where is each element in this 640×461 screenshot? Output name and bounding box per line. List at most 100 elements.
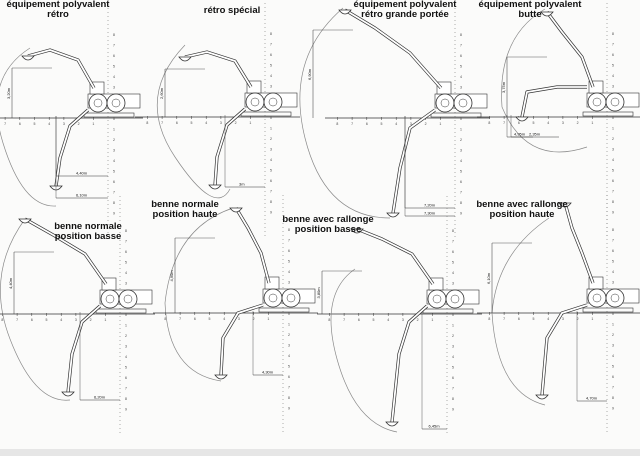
axis-tick-label: 9 [612, 211, 614, 215]
wheel-hub [93, 98, 103, 108]
reach-envelope [164, 207, 234, 382]
ground-tick-label: 1 [92, 122, 94, 126]
ground-tick-label: 8 [488, 121, 490, 125]
axis-tick-label: 1 [288, 323, 290, 327]
axis-tick-label: 8 [612, 200, 614, 204]
axis-tick-label: 8 [288, 396, 290, 400]
wheel [427, 289, 447, 309]
ground-tick-label: 7 [503, 317, 505, 321]
axis-tick-label: 4 [612, 270, 614, 274]
depth-dimension-label: 4,30m [262, 370, 274, 375]
axis-tick-label: 8 [270, 200, 272, 204]
height-dimension-label: 6,90m [307, 68, 312, 80]
depth-dimension-label: 6,10m [76, 193, 88, 198]
ground-tick-label: 8 [336, 122, 338, 126]
panel-3: 012345678123456789123456786,90m7,20m7,30… [299, 0, 490, 238]
axis-tick-label: 5 [113, 170, 115, 174]
axis-tick-label: 4 [460, 75, 462, 79]
axis-tick-label: 1 [270, 127, 272, 131]
axis-tick-label: 6 [113, 180, 115, 184]
axis-tick-label: 4 [125, 271, 127, 275]
axis-tick-label: 7 [125, 387, 127, 391]
arm-lowered [219, 303, 264, 376]
grab-icon [214, 374, 228, 380]
grab-icon [350, 228, 364, 234]
axis-tick-label: 3 [113, 86, 115, 90]
axis-tick-label: 6 [612, 53, 614, 57]
outrigger-base [582, 307, 634, 313]
ground-tick-label: 4 [547, 317, 549, 321]
ground-tick-label: 5 [533, 121, 535, 125]
ground-tick-label: 7 [161, 121, 163, 125]
axis-tick-label: 6 [125, 376, 127, 380]
excavator-machine [582, 276, 640, 313]
ground-tick-label: 6 [176, 121, 178, 125]
axis-tick-label: 5 [288, 365, 290, 369]
outrigger-base [95, 308, 147, 314]
ground-tick-label: 2 [253, 317, 255, 321]
axis-tick-label: 7 [288, 239, 290, 243]
reach-envelope [330, 268, 398, 433]
ground-tick-label: 4 [60, 318, 62, 322]
ground-tick-label: 1 [431, 318, 433, 322]
axis-tick-label: 6 [612, 375, 614, 379]
axis-tick-label: 8 [452, 229, 454, 233]
axis-tick-label: 6 [288, 249, 290, 253]
outrigger-base [240, 111, 292, 117]
axis-tick-label: 4 [460, 159, 462, 163]
depth-dimension-label: 3m [239, 182, 245, 187]
grab-icon [558, 202, 572, 208]
ground-tick-label: 3 [238, 317, 240, 321]
axis-tick-label: 4 [452, 355, 454, 359]
ground-tick-label: 1 [104, 318, 106, 322]
outrigger-base [422, 308, 474, 314]
axis-tick-label: 9 [288, 407, 290, 411]
axis-tick-label: 7 [270, 190, 272, 194]
arm-raised [545, 11, 595, 88]
axis-tick-label: 2 [460, 138, 462, 142]
ground-tick-label: 4 [395, 122, 397, 126]
axis-tick-label: 1 [452, 324, 454, 328]
ground-tick-label: 7 [179, 317, 181, 321]
axis-tick-label: 8 [125, 397, 127, 401]
axis-tick-label: 6 [612, 249, 614, 253]
wheel-hub [610, 97, 620, 107]
axis-tick-label: 7 [113, 44, 115, 48]
axis-tick-label: 3 [125, 282, 127, 286]
wheel-hub [592, 293, 602, 303]
axis-tick-label: 7 [113, 191, 115, 195]
axis-tick-label: 1 [612, 323, 614, 327]
wheel-hub [440, 98, 450, 108]
arm-outline [541, 304, 588, 396]
wheel [118, 289, 138, 309]
depth-dimension-label: 6,45m [429, 424, 441, 429]
axis-tick-label: 2 [125, 334, 127, 338]
reach-envelope [299, 7, 391, 219]
axis-tick-label: 9 [460, 212, 462, 216]
axis-tick-label: 5 [113, 65, 115, 69]
ground-tick-label: 5 [381, 122, 383, 126]
axis-tick-label: 1 [460, 128, 462, 132]
axis-tick-label: 5 [460, 170, 462, 174]
axis-tick-label: 2 [612, 333, 614, 337]
axis-tick-label: 4 [113, 75, 115, 79]
axis-tick-label: 5 [460, 65, 462, 69]
axis-tick-label: 0 [270, 116, 272, 120]
axis-tick-label: 3 [288, 344, 290, 348]
outrigger-base [258, 307, 310, 313]
axis-tick-label: 0 [460, 117, 462, 121]
axis-tick-label: 2 [612, 137, 614, 141]
depth-dimension-label: 6,20m [94, 395, 106, 400]
axis-tick-label: 7 [460, 44, 462, 48]
wheel [100, 289, 120, 309]
axis-tick-label: 0 [452, 313, 454, 317]
wheel [605, 92, 625, 112]
depth-dimension-label: 2,35m [529, 132, 541, 137]
axis-tick-label: 8 [612, 32, 614, 36]
